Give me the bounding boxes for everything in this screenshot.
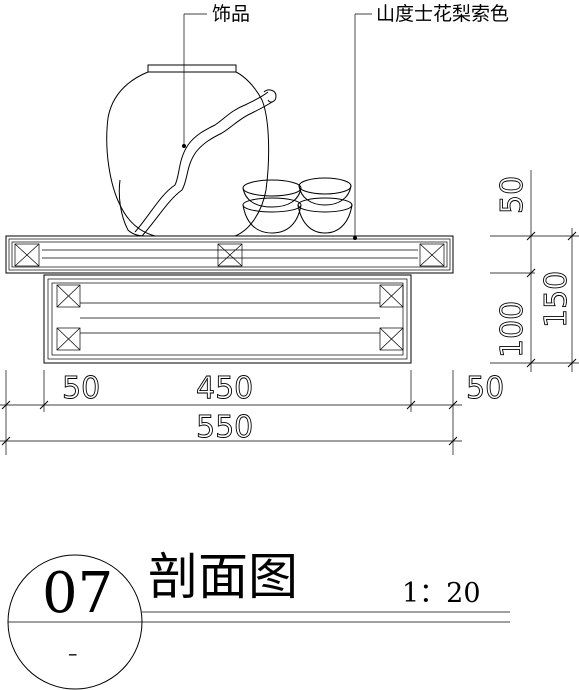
title-block [7, 554, 510, 690]
drawing-sub-number: – [68, 643, 78, 665]
drawing-number: 07 [42, 561, 113, 626]
dim-bottom-total: 550 [196, 410, 253, 445]
callout-ornament: 饰品 [212, 3, 250, 25]
right-dimension-lines [490, 170, 579, 372]
dim-right-total: 150 [539, 271, 574, 328]
shelf-top-board [5, 235, 454, 274]
callout-leaders [182, 13, 372, 240]
bottom-dimension-lines [0, 370, 462, 455]
vase-ornament [106, 64, 277, 237]
shelf-lower-box [43, 274, 412, 364]
dim-right-top: 50 [495, 176, 530, 214]
callout-material: 山度士花梨索色 [376, 3, 509, 25]
dim-bottom-left: 50 [62, 371, 100, 406]
drawing-scale: 1：20 [402, 578, 481, 609]
dim-bottom-right: 50 [466, 371, 504, 406]
bowl-stack [242, 177, 353, 234]
dim-bottom-span: 450 [196, 371, 253, 406]
drawing-title: 剖面图 [148, 548, 298, 606]
dim-right-lower: 100 [495, 301, 530, 358]
